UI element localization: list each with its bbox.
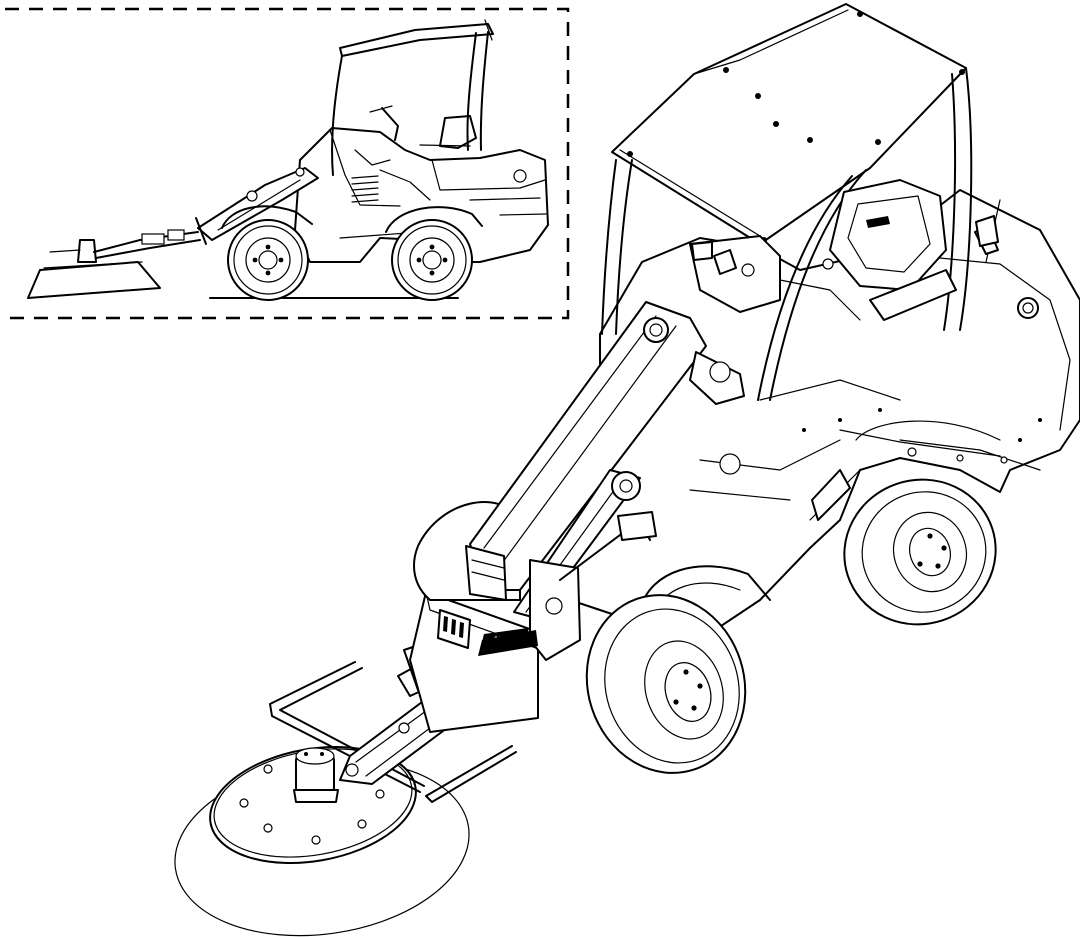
disc-motor bbox=[293, 747, 339, 803]
lift-boom bbox=[465, 301, 745, 661]
inset-front-wheel bbox=[221, 205, 313, 301]
inset-rear-wheel bbox=[385, 206, 483, 301]
inset-dashed-frame bbox=[5, 7, 570, 320]
boom-brand-decal bbox=[478, 630, 538, 656]
controls bbox=[689, 235, 861, 321]
canopy bbox=[601, 3, 973, 401]
inset-body bbox=[294, 105, 549, 263]
inset-side-view bbox=[5, 7, 570, 320]
operator-seat bbox=[829, 179, 999, 321]
inset-attachment bbox=[27, 229, 201, 299]
inset-boom bbox=[195, 167, 319, 245]
front-right-wheel bbox=[585, 594, 747, 774]
inset-canopy bbox=[331, 19, 494, 176]
rear-right-wheel bbox=[843, 478, 997, 626]
